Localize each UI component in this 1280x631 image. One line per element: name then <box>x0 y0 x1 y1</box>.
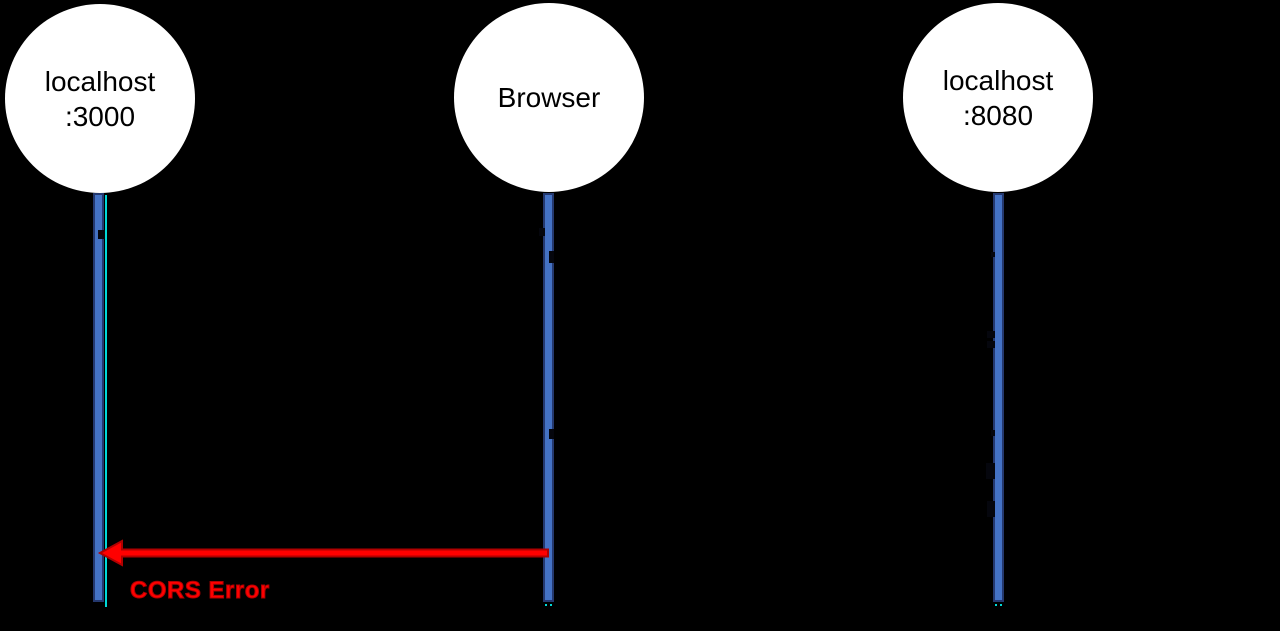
artifact-mark <box>991 252 995 257</box>
actor-circle-browser: Browser <box>454 3 644 192</box>
artifact-mark <box>549 251 554 263</box>
artifact-mark <box>987 501 995 517</box>
artifact-mark <box>986 463 995 479</box>
lifeline-browser <box>543 193 554 602</box>
actor-label-line: :8080 <box>962 99 1034 131</box>
artifact-mark <box>987 341 995 348</box>
lifeline-localhost-3000 <box>93 193 104 602</box>
artifact-mark <box>539 228 545 236</box>
actor-circle-localhost-8080: localhost :8080 <box>903 3 1093 192</box>
cors-error-label: CORS Error <box>130 577 270 605</box>
lifeline-localhost-8080 <box>993 193 1004 602</box>
actor-label-line: localhost <box>44 65 156 97</box>
cyan-dot <box>995 604 997 606</box>
artifact-mark <box>991 430 995 436</box>
cyan-dot <box>1000 604 1002 606</box>
actor-label-line: Browser <box>497 82 601 113</box>
actor-circle-localhost-3000: localhost :3000 <box>5 4 195 193</box>
cyan-dot <box>550 604 552 606</box>
actor-label-line: localhost <box>942 64 1054 96</box>
artifact-mark <box>987 331 995 338</box>
cyan-highlight-line <box>105 195 107 607</box>
cyan-dot <box>545 604 547 606</box>
cors-error-arrow-icon <box>97 539 549 567</box>
artifact-mark <box>549 429 554 439</box>
actor-label-line: :3000 <box>64 100 136 132</box>
artifact-mark <box>98 230 105 239</box>
